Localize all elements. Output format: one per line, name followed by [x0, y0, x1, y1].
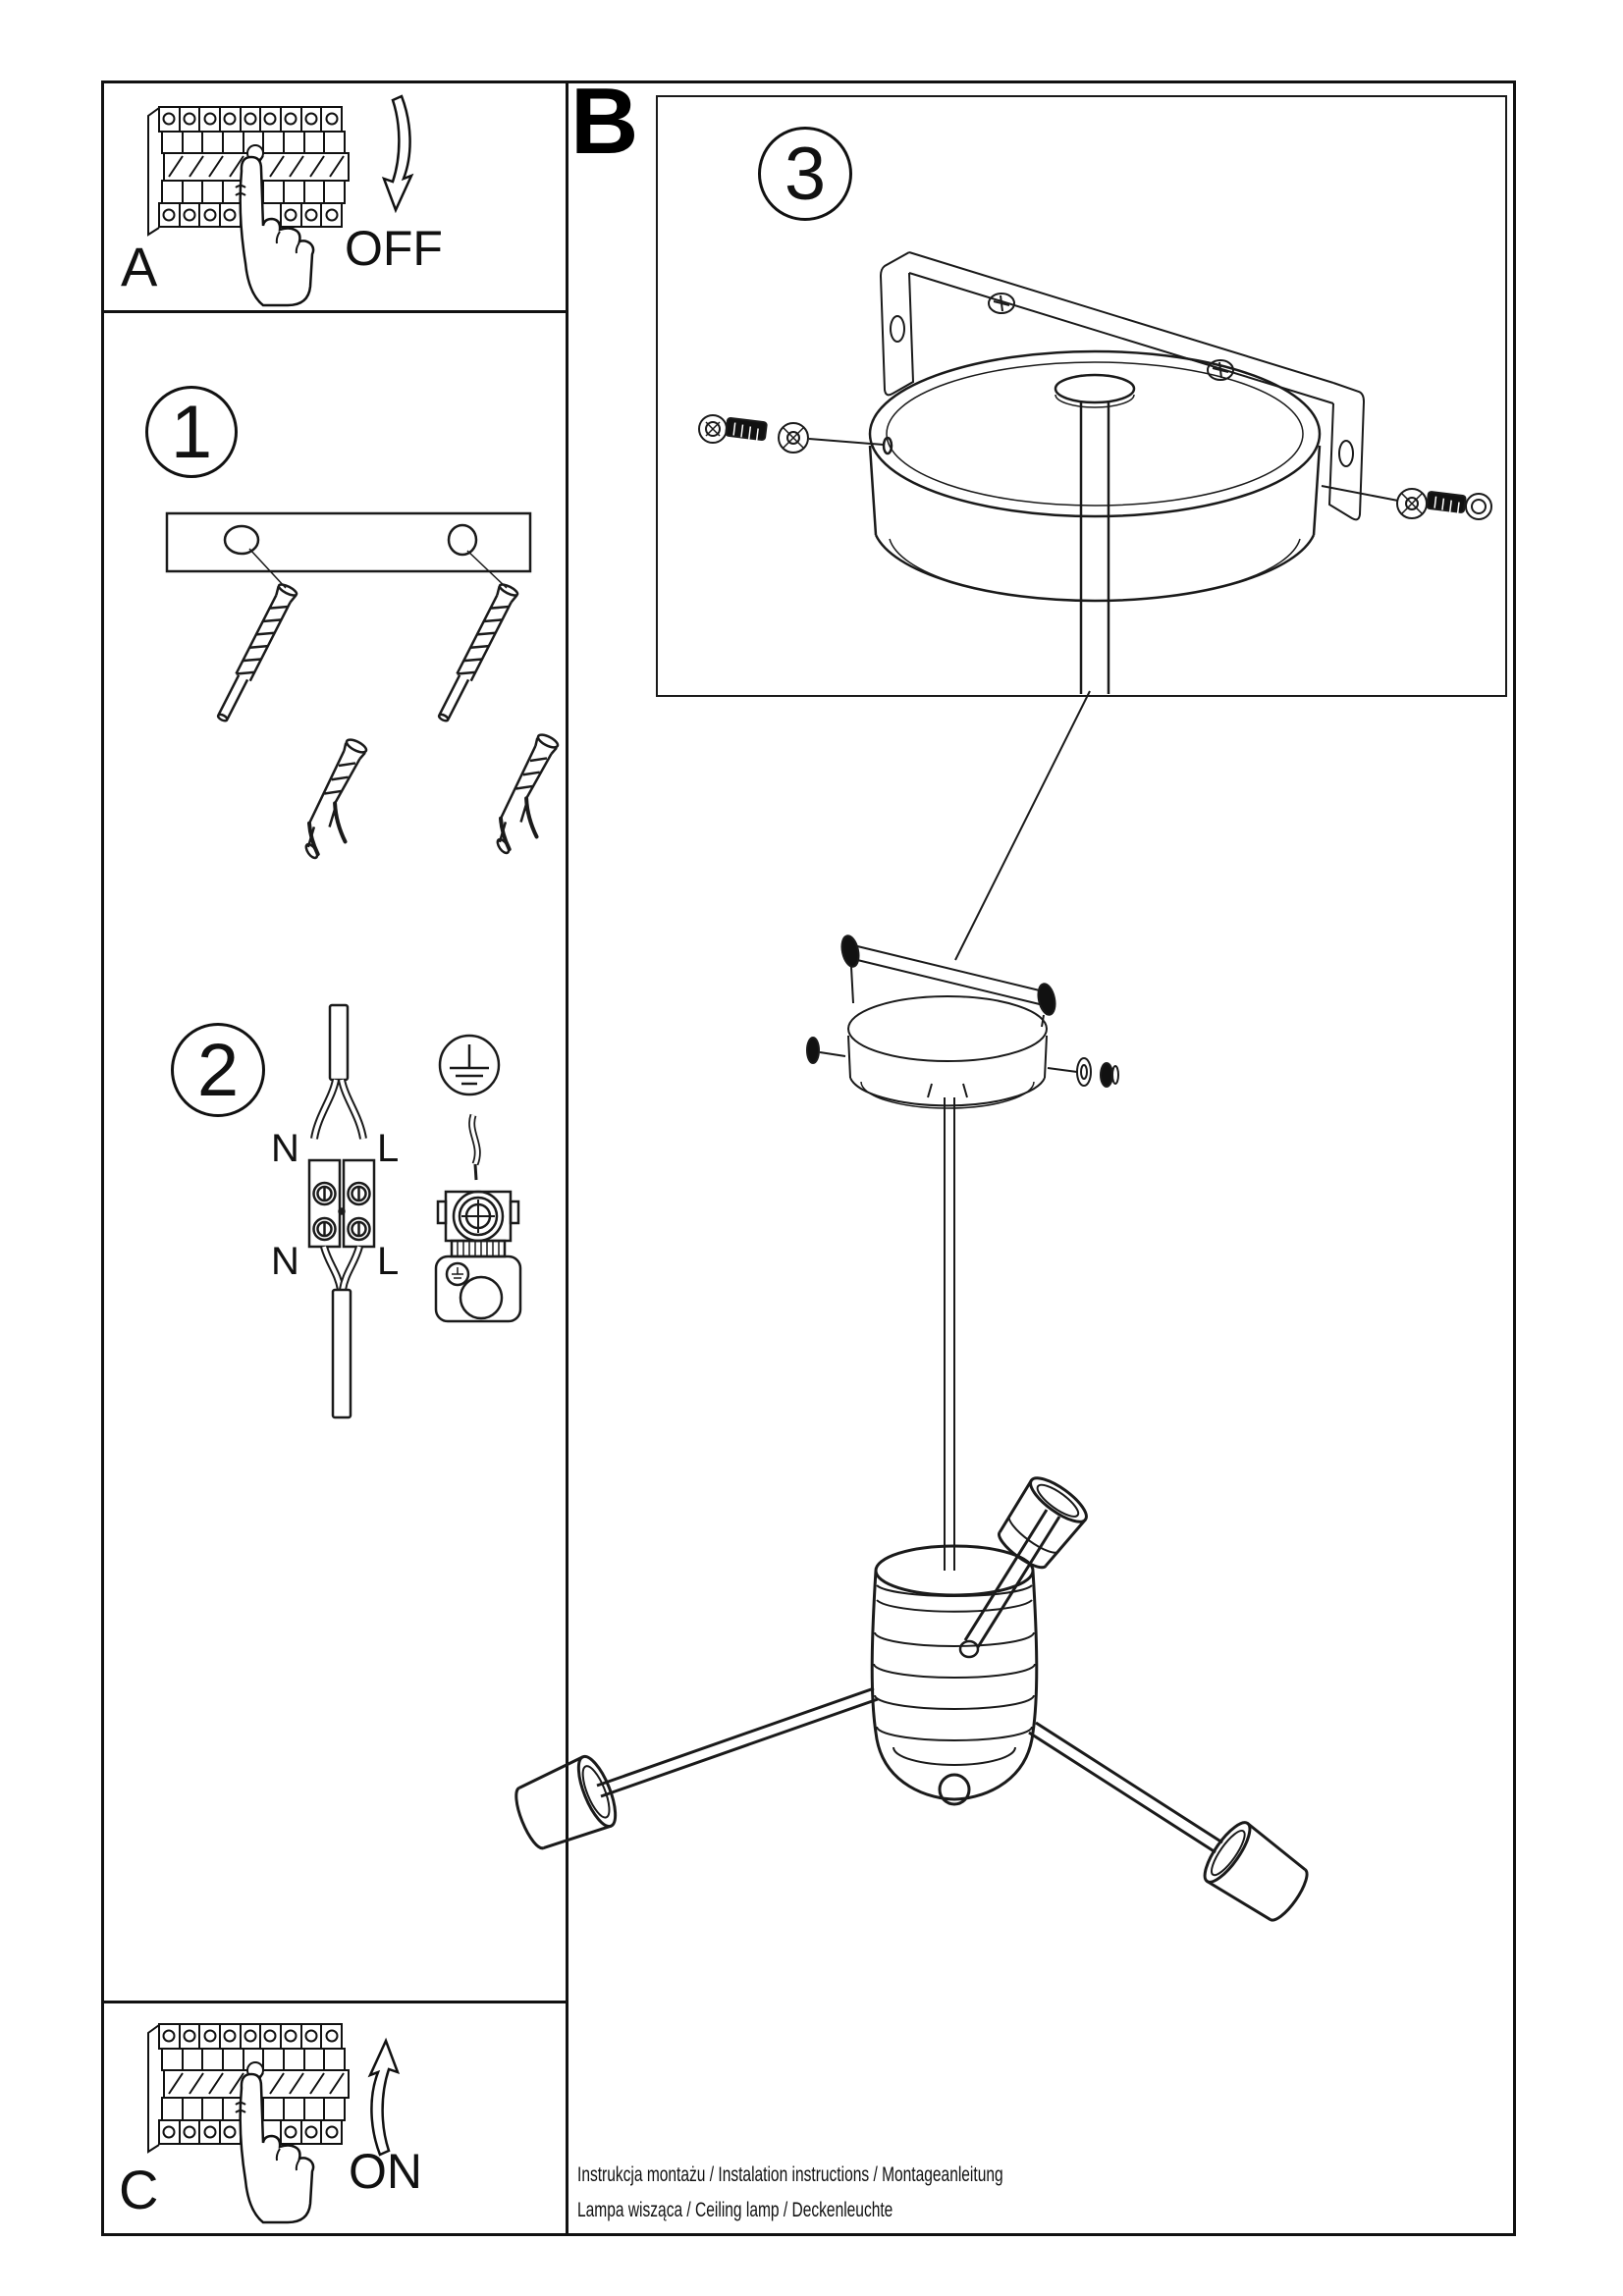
step-3-badge: 3: [758, 127, 852, 221]
ceiling-canopy-icon: [868, 349, 1322, 694]
step-1-number: 1: [170, 390, 213, 474]
box-c-top-divider: [101, 2001, 568, 2003]
box-a-bottom-divider: [101, 310, 568, 313]
lamp-arm-right: [1028, 1721, 1309, 1922]
suspension-rod-icon: [1079, 400, 1110, 694]
wall-plug-and-screw-icon: [165, 511, 560, 860]
step-1-badge: 1: [145, 386, 238, 478]
suspension-rod: [944, 1097, 955, 1571]
lamp-arm-upper: [958, 1476, 1088, 1659]
canopy-exploded-view: [698, 251, 1492, 694]
canopy-screw-right-icon: [1321, 485, 1492, 520]
terminal-l-bottom: L: [377, 1240, 400, 1283]
mains-cable-icon: [328, 1003, 350, 1082]
ceiling-bracket-icon: [879, 251, 1366, 521]
region-b-label: B: [570, 69, 639, 174]
terminal-n-top: N: [271, 1127, 299, 1170]
circuit-breaker-panel-icon: [147, 106, 350, 307]
off-label: OFF: [345, 221, 443, 276]
terminal-n-bottom: N: [271, 1240, 299, 1283]
box-a-label: A: [121, 236, 158, 297]
power-off-box: A OFF: [101, 80, 568, 313]
footer-title-line: Instrukcja montażu / Instalation instruc…: [577, 2163, 1003, 2186]
circuit-breaker-panel-icon: [147, 2023, 350, 2224]
three-arm-ceiling-lamp-icon: [514, 1476, 1309, 1922]
canopy-screw-left-icon: [698, 414, 885, 454]
power-on-box: C ON: [101, 2003, 568, 2236]
mounting-bar-icon: [165, 511, 532, 573]
step-2-number: 2: [196, 1028, 240, 1112]
pressing-finger-icon: [235, 2072, 315, 2224]
terminal-l-top: L: [377, 1127, 400, 1170]
lamp-arm-left: [514, 1686, 879, 1850]
step-2-badge: 2: [171, 1023, 265, 1117]
curved-arrow-down-icon: [381, 94, 414, 214]
pressing-finger-icon: [235, 155, 315, 307]
lamp-hub: [870, 1544, 1039, 1806]
step-3-number: 3: [784, 132, 827, 216]
hub-knob: [938, 1773, 971, 1806]
terminal-block-icon: [307, 1003, 376, 1419]
earth-terminal-icon: [434, 1113, 522, 1323]
curved-arrow-up-icon: [367, 2037, 401, 2157]
column-divider: [566, 80, 568, 2236]
canopy-assembly-icon: [806, 934, 1119, 1109]
footer-product-line: Lampa wisząca / Ceiling lamp / Deckenleu…: [577, 2199, 893, 2221]
earth-ground-symbol-icon: [438, 1034, 501, 1096]
box-c-label: C: [119, 2159, 159, 2220]
leader-line: [954, 690, 1091, 961]
on-label: ON: [349, 2144, 422, 2199]
